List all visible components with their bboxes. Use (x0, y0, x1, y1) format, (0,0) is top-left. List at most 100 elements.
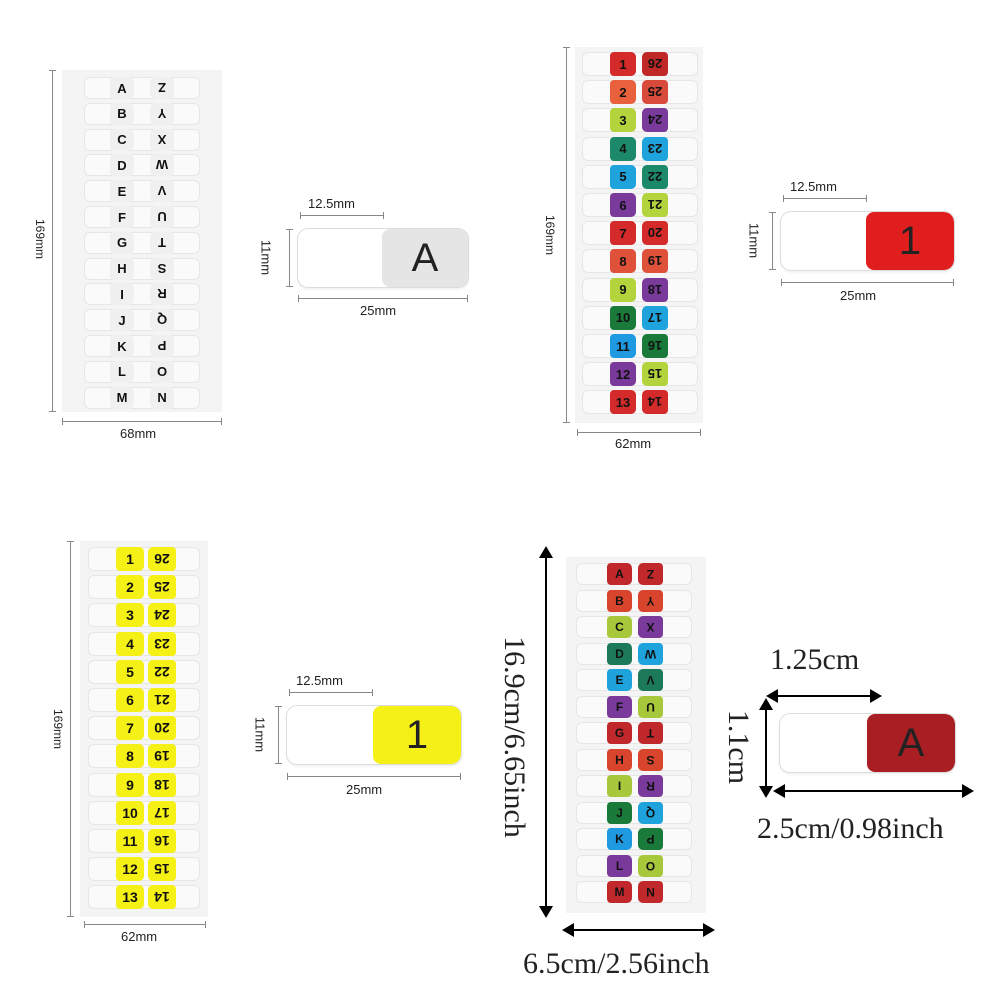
label-card: 1 (781, 212, 954, 270)
sticker-tab-right: Y (638, 589, 663, 612)
sticker-tab-left: J (607, 801, 632, 824)
sticker-tab-left: K (607, 828, 632, 850)
sticker-tab-left: 9 (116, 772, 144, 797)
card-width-label: 25mm (346, 782, 383, 797)
sticker-row (582, 108, 698, 133)
tick (221, 418, 222, 425)
card-width-label: 25mm (840, 288, 877, 303)
sticker-tab-right: 19 (148, 744, 176, 769)
tab-width-line (289, 692, 373, 693)
sticker-row (576, 801, 692, 824)
height-dimension-line (70, 541, 71, 917)
sticker-row (88, 829, 200, 853)
sticker-tab-left: 5 (610, 164, 636, 189)
sticker-tab-left: 13 (116, 885, 144, 910)
tick (383, 212, 384, 219)
arrow-head-down-icon (539, 906, 553, 918)
sticker-tab-right: 16 (642, 334, 668, 358)
sticker-tab-right: 16 (148, 829, 176, 853)
sticker-tab-left: L (607, 854, 632, 877)
sticker-tab-right: 14 (642, 390, 668, 415)
sticker-tab-right: 21 (642, 193, 668, 217)
sticker-row (576, 828, 692, 850)
tick (298, 295, 299, 302)
sticker-row (88, 772, 200, 797)
arrow-head-right-icon (870, 689, 882, 703)
tick (49, 70, 56, 71)
sticker-row (576, 748, 692, 771)
tab-width-label: 12.5mm (296, 673, 343, 688)
tick (286, 229, 293, 230)
width-dimension-line (62, 421, 222, 422)
sticker-row (84, 180, 200, 203)
sticker-tab-right: 18 (642, 277, 668, 302)
sticker-tab-right: 26 (642, 52, 668, 76)
sticker-tab-left: D (607, 642, 632, 665)
sticker-tab-left: C (110, 128, 134, 151)
sticker-tab-right: 26 (148, 547, 176, 571)
sticker-tab-left: 8 (610, 249, 636, 274)
sticker-tab-left: I (110, 283, 134, 306)
sticker-tab-left: 7 (610, 221, 636, 246)
sticker-row (582, 52, 698, 76)
sticker-tab-left: J (110, 309, 134, 332)
sticker-row (84, 360, 200, 383)
sticker-tab-right: N (150, 386, 174, 409)
arrow-head-down-icon (759, 786, 773, 798)
sticker-tab-right: U (638, 695, 663, 718)
sticker-tab-right: P (638, 828, 663, 850)
sticker-row (84, 309, 200, 332)
sticker-row (576, 695, 692, 718)
tick (275, 763, 282, 764)
height-label: 169mm (543, 214, 557, 255)
sticker-tab-left: M (607, 881, 632, 903)
tick (781, 279, 782, 286)
sticker-tab-left: I (607, 775, 632, 797)
tab-width-label: 1.25cm (770, 643, 860, 676)
sticker-tab-right: 25 (148, 575, 176, 600)
sticker-tab-right: R (150, 283, 174, 306)
tick (84, 921, 85, 928)
tick (67, 916, 74, 917)
sticker-row (582, 136, 698, 161)
sticker-row (88, 744, 200, 769)
card-height-label: 1.1cm (722, 709, 755, 785)
sticker-tab-right: V (150, 180, 174, 203)
sticker-tab-right: Q (638, 801, 663, 824)
tick (467, 295, 468, 302)
card-height-line (278, 706, 279, 764)
sticker-tab-right: 20 (642, 221, 668, 246)
sticker-tab-right: Z (638, 563, 663, 585)
arrow-head-right-icon (703, 923, 715, 937)
sticker-row (576, 854, 692, 877)
tick (460, 773, 461, 780)
label-card: A (298, 229, 468, 287)
sticker-tab-left: 12 (116, 857, 144, 882)
tick (866, 195, 867, 202)
tick (275, 706, 282, 707)
sticker-row (576, 642, 692, 665)
sticker-row (576, 589, 692, 612)
card-height-line (772, 212, 773, 270)
sticker-tab-right: O (638, 854, 663, 877)
tick (700, 429, 701, 436)
tick (953, 279, 954, 286)
sticker-row (582, 164, 698, 189)
tab-width-label: 12.5mm (308, 196, 355, 211)
sticker-tab-right: V (638, 669, 663, 691)
sticker-tab-right: X (150, 128, 174, 151)
sticker-tab-left: L (110, 360, 134, 383)
sticker-tab-left: 11 (116, 829, 144, 853)
sticker-tab-right: 20 (148, 716, 176, 741)
card-width-label: 2.5cm/0.98inch (757, 812, 944, 845)
sticker-row (582, 193, 698, 217)
tick (289, 689, 290, 696)
sticker-tab-left: 10 (116, 800, 144, 825)
sticker-tab-left: M (110, 386, 134, 409)
sticker-tab-left: 3 (610, 108, 636, 133)
card-height-label: 11mm (746, 222, 762, 259)
sticker-row (84, 154, 200, 177)
width-dimension-line (84, 924, 206, 925)
tab-width-label: 12.5mm (790, 179, 837, 194)
sticker-row (88, 659, 200, 684)
